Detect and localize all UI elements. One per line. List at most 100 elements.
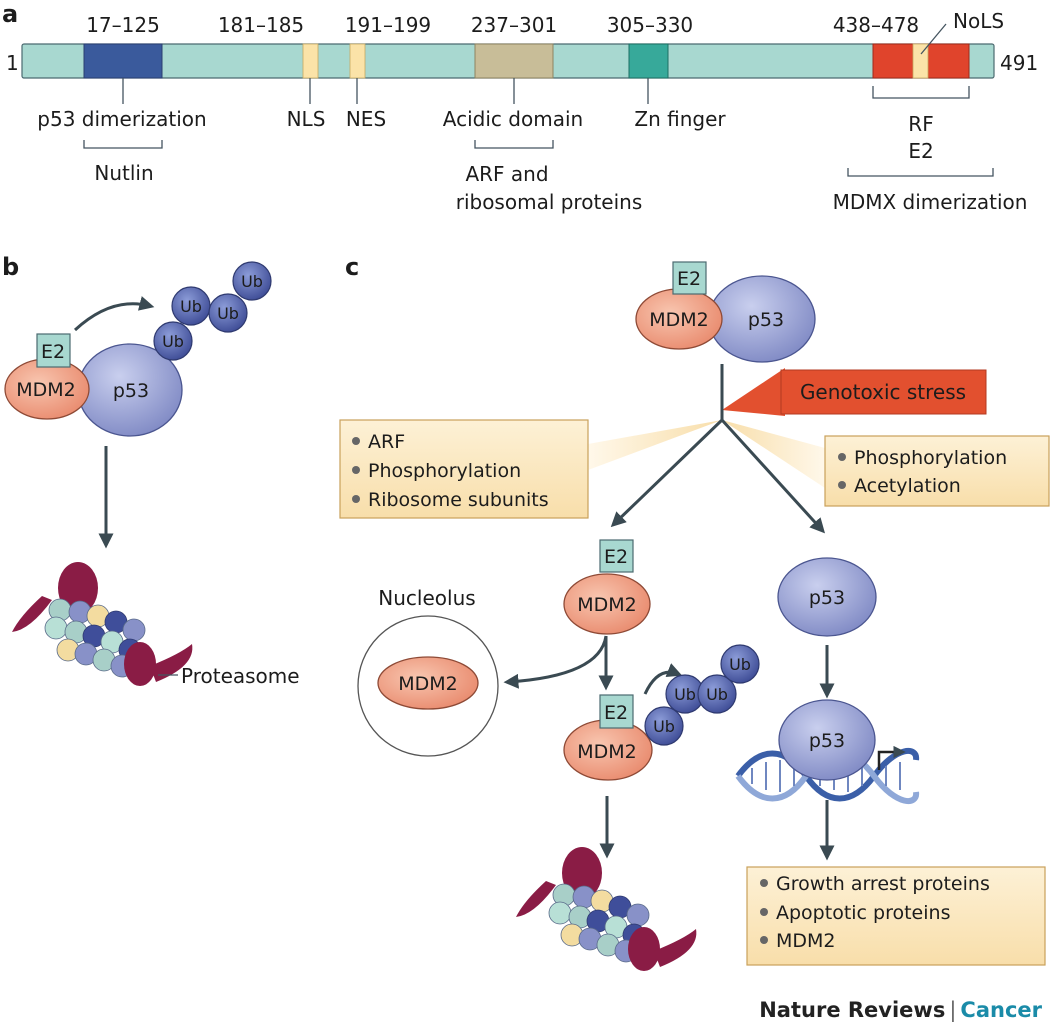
e2-label: E2 [908,139,933,163]
bullet-icon [838,481,846,489]
right-box-item: Acetylation [854,475,961,497]
bullet-icon [838,453,846,461]
arf-label-line2: ribosomal proteins [456,190,643,214]
branch-right-arrow [720,418,826,534]
target-genes-list: Growth arrest proteins Apoptotic protein… [760,873,990,952]
panel-c-label: c [345,253,359,281]
mdmx-bracket [847,168,994,177]
nols-label: NoLS [953,9,1004,33]
right-modifier-list: Phosphorylation Acetylation [838,447,1007,497]
arf-bracket [474,140,554,149]
nes-domain [349,43,366,79]
ub-text: Ub [217,304,239,323]
stress-wedge [722,368,785,416]
panel-a-label: a [2,0,18,28]
nucleolus-arrow [503,635,608,689]
ub-circle [232,261,272,301]
journal-credit: Nature Reviews|Cancer [759,998,1042,1022]
target-gene-item: Apoptotic proteins [776,902,950,924]
ub-circle [697,674,737,714]
self-ubiquitination-arrow [643,663,683,695]
residue-start: 1 [6,51,19,75]
mdm2-protein [563,573,651,635]
p53-protein [778,699,876,781]
ub-circle [644,706,684,746]
e2-text: E2 [677,268,701,290]
e2-text: E2 [604,702,628,724]
bullet-icon [760,908,768,916]
target-genes-box [746,866,1046,966]
left-box-item: ARF [368,431,405,453]
p53-text: p53 [809,587,845,609]
mdm2-text: MDM2 [649,309,709,331]
ub-circle [208,293,248,333]
credit-separator: | [949,998,957,1022]
genotoxic-stress-label: Genotoxic stress [800,380,966,404]
nls-domain [302,43,319,79]
range-191-199: 191–199 [345,13,431,37]
target-gene-item: Growth arrest proteins [776,873,990,895]
right-modifier-box [824,435,1050,507]
p53-text: p53 [113,380,149,402]
zn-finger-domain [628,43,669,79]
nols-domain [912,43,929,79]
target-gene-item: MDM2 [776,930,836,952]
left-box-item: Phosphorylation [368,460,521,482]
mdm2-text: MDM2 [577,594,637,616]
e2-box [599,694,634,729]
ub-text: Ub [241,272,263,291]
nutlin-bracket [83,140,163,149]
right-wedge [722,420,825,488]
p53-text: p53 [748,309,784,331]
residue-end: 491 [1000,51,1038,75]
p53-text: p53 [809,730,845,752]
journal-name: Nature Reviews [759,998,946,1022]
left-modifier-box [339,419,589,519]
panel-b-complex: E2 MDM2 p53 Ub Ub Ub Ub [4,261,272,437]
e2-text: E2 [41,341,65,363]
rf-label: RF [908,112,933,136]
range-305-330: 305–330 [607,13,693,37]
p53-protein [777,557,877,637]
nucleolus-label: Nucleolus [378,586,475,610]
ub-text: Ub [729,655,751,674]
top-complex: E2 MDM2 p53 [635,261,816,363]
nls-label: NLS [287,107,326,131]
e2-box [599,539,634,573]
bullet-icon [352,466,360,474]
bullet-icon [760,879,768,887]
p53-binding-domain [83,43,163,79]
e2-text: E2 [604,546,628,568]
mdm2-text: MDM2 [398,673,458,695]
rf-bracket [872,86,970,99]
bullet-icon [352,495,360,503]
zn-finger-label: Zn finger [634,107,726,131]
branch-left-arrow [610,418,724,528]
range-17-125: 17–125 [86,13,160,37]
proteasome-graphic [515,846,697,972]
panel-b-label: b [2,253,19,281]
right-box-item: Phosphorylation [854,447,1007,469]
mdm2-text: MDM2 [577,741,637,763]
left-modifier-list: ARF Phosphorylation Ribosome subunits [352,431,549,511]
range-438-478: 438–478 [833,13,919,37]
ub-circle [720,644,760,684]
acidic-domain-label: Acidic domain [443,107,583,131]
e2-box [36,333,71,368]
left-box-item: Ribosome subunits [368,489,549,511]
ub-text: Ub [706,685,728,704]
range-237-301: 237–301 [471,13,557,37]
mdm2-domain-map [21,43,995,79]
acidic-domain [474,43,554,79]
mdmx-dimerization-label: MDMX dimerization [833,190,1028,214]
ubiquitination-arrow [73,296,155,332]
nutlin-label: Nutlin [94,161,153,185]
ub-circle [153,321,193,361]
ub-text: Ub [180,297,202,316]
ub-text: Ub [674,685,696,704]
range-181-185: 181–185 [218,13,304,37]
arf-label-line1: ARF and [465,162,548,186]
genotoxic-stress-box [780,369,987,415]
e2-box [672,261,707,295]
